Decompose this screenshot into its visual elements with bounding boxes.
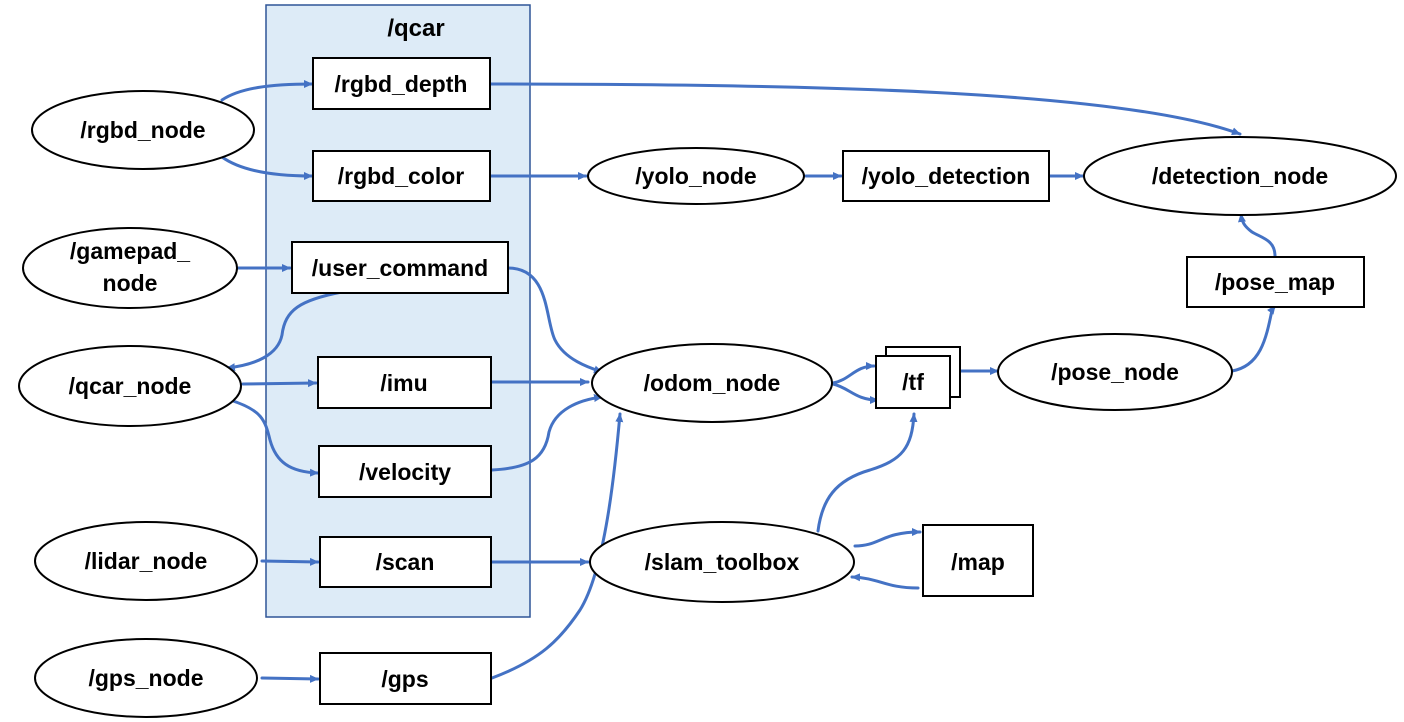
edge-lidar-node-to-scan xyxy=(260,557,320,566)
edge-qcar-node-to-imu xyxy=(241,379,318,388)
node-odom-node-label: /odom_node xyxy=(644,370,781,396)
node-gamepad-node-label-line1: /gamepad_ xyxy=(70,238,190,264)
topic-user-command: /user_command xyxy=(291,241,509,294)
node-odom-node: /odom_node xyxy=(591,343,833,423)
node-pose-node-label: /pose_node xyxy=(1051,359,1179,385)
topic-imu-label: /imu xyxy=(380,370,427,396)
edge-user-command-to-odom-node xyxy=(506,266,604,374)
node-qcar-node: /qcar_node xyxy=(18,345,242,427)
node-pose-node: /pose_node xyxy=(997,333,1233,411)
topic-pose-map-label: /pose_map xyxy=(1215,269,1335,295)
node-rgbd-node-label: /rgbd_node xyxy=(80,117,205,143)
topic-gps-label: /gps xyxy=(381,666,428,692)
topic-pose-map: /pose_map xyxy=(1186,256,1365,308)
node-lidar-node: /lidar_node xyxy=(34,521,258,601)
topic-rgbd-color: /rgbd_color xyxy=(312,150,491,202)
topic-map: /map xyxy=(922,524,1034,597)
node-yolo-node: /yolo_node xyxy=(587,147,805,205)
node-slam-toolbox: /slam_toolbox xyxy=(589,521,855,603)
topic-gps: /gps xyxy=(319,652,492,705)
topic-tf-label: /tf xyxy=(902,369,924,395)
edge-rgbd-node-to-rgbd-color xyxy=(220,155,314,180)
edge-odom-node-to-tf-lower xyxy=(831,382,880,404)
edge-rgbd-depth-to-detection-node xyxy=(488,82,1242,136)
edge-slam-toolbox-to-tf xyxy=(816,412,918,533)
edge-velocity-to-odom-node xyxy=(490,394,604,472)
topic-scan-label: /scan xyxy=(376,549,435,575)
node-gps-node-label: /gps_node xyxy=(88,665,203,691)
topic-rgbd-depth: /rgbd_depth xyxy=(312,57,491,110)
edge-rgbd-node-to-rgbd-depth xyxy=(220,80,314,102)
node-detection-node-label: /detection_node xyxy=(1152,163,1328,189)
topic-velocity-label: /velocity xyxy=(359,459,451,485)
node-qcar-node-label: /qcar_node xyxy=(69,373,192,399)
edge-qcar-node-to-velocity xyxy=(228,398,320,477)
topic-yolo-detection: /yolo_detection xyxy=(842,150,1050,202)
topic-tf: /tf xyxy=(875,346,961,409)
qcar-namespace-label: /qcar xyxy=(387,15,444,42)
node-rgbd-node: /rgbd_node xyxy=(31,90,255,170)
node-yolo-node-label: /yolo_node xyxy=(635,163,756,189)
edge-pose-map-to-detection-node xyxy=(1238,212,1277,258)
edge-map-to-slam-toolbox xyxy=(850,573,920,590)
node-gps-node: /gps_node xyxy=(34,638,258,718)
node-gamepad-node-label-line2: node xyxy=(103,270,158,296)
node-detection-node: /detection_node xyxy=(1083,136,1397,216)
edge-gps-to-odom-node xyxy=(490,412,624,680)
topic-yolo-detection-label: /yolo_detection xyxy=(862,163,1031,189)
topic-rgbd-color-label: /rgbd_color xyxy=(338,163,465,189)
node-lidar-node-label: /lidar_node xyxy=(85,548,208,574)
edge-gps-node-to-gps xyxy=(260,674,320,683)
edge-slam-toolbox-to-map xyxy=(853,528,922,548)
edge-pose-node-to-pose-map xyxy=(1230,304,1277,373)
topic-imu: /imu xyxy=(317,356,492,409)
topic-rgbd-depth-label: /rgbd_depth xyxy=(335,71,468,97)
topic-velocity: /velocity xyxy=(318,445,492,498)
node-slam-toolbox-label: /slam_toolbox xyxy=(645,549,800,575)
topic-user-command-label: /user_command xyxy=(312,255,488,281)
topic-tf-front-card xyxy=(875,355,951,409)
edges xyxy=(220,80,1277,683)
topic-map-label: /map xyxy=(951,549,1005,575)
topic-scan: /scan xyxy=(319,536,492,588)
edge-odom-node-to-tf-upper xyxy=(831,362,876,385)
node-gamepad-node: /gamepad_ node xyxy=(22,227,238,309)
edge-user-command-to-qcar-node xyxy=(225,290,344,372)
